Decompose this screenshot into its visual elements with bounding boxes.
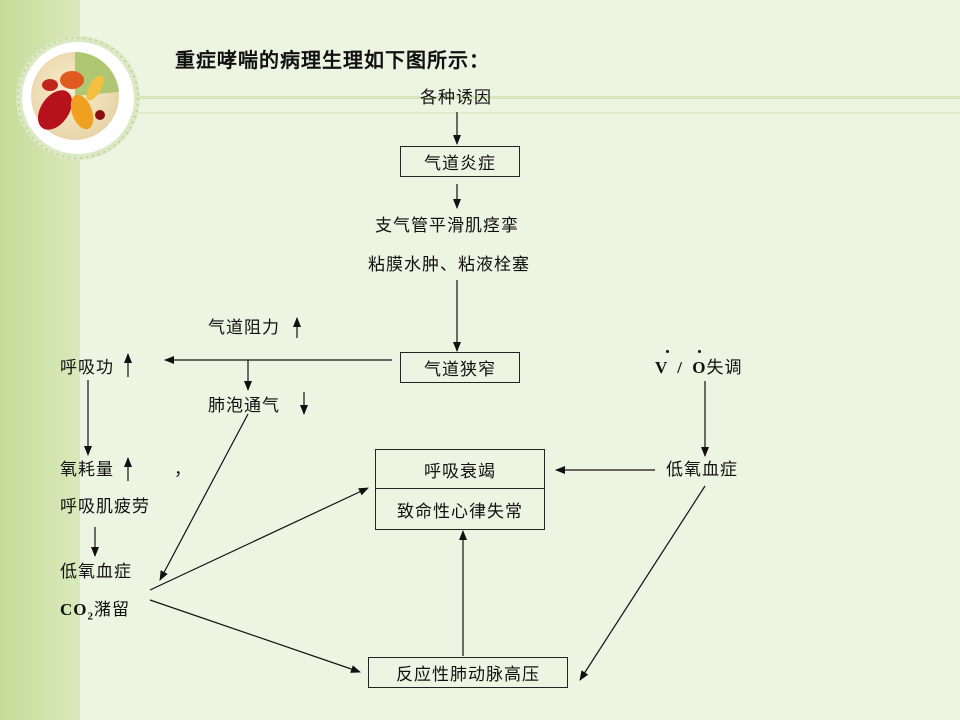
node-alveolar-ventilation: 肺泡通气	[208, 396, 280, 416]
node-respiratory-failure: 呼吸衰竭	[376, 450, 544, 489]
vq-q: O	[692, 358, 707, 377]
vq-dot-v	[666, 350, 669, 353]
vq-v: V	[655, 358, 668, 377]
co2-prefix: CO	[60, 600, 88, 619]
node-airway-resistance: 气道阻力	[208, 318, 280, 338]
node-breathing-work: 呼吸功	[60, 358, 114, 378]
node-airway-narrowing-label: 气道狭窄	[424, 360, 496, 380]
node-airway-inflammation-label: 气道炎症	[424, 154, 496, 174]
node-airway-inflammation: 气道炎症	[400, 146, 520, 177]
node-hypoxemia-right: 低氧血症	[666, 460, 738, 480]
arrow-co2-to-pulmonary-hypertension	[149, 599, 361, 673]
medicine-capsules-logo	[16, 36, 140, 160]
node-co2-retention: CO2潴留	[60, 600, 130, 626]
arrow-hypoxemia-to-failure	[149, 487, 369, 591]
node-hypoxemia-left: 低氧血症	[60, 562, 132, 582]
node-outcome-box: 呼吸衰竭 致命性心律失常	[375, 449, 545, 530]
vq-dot-q	[698, 350, 701, 353]
node-oxygen-comma: ，	[174, 460, 192, 480]
node-respiratory-fatigue: 呼吸肌疲劳	[60, 497, 150, 517]
co2-sub: 2	[87, 610, 94, 623]
node-bronchospasm: 支气管平滑肌痉挛	[375, 216, 519, 236]
arrow-alveolar-to-hypoxemia-left	[159, 413, 249, 581]
node-fatal-arrhythmia: 致命性心律失常	[397, 501, 523, 522]
node-oxygen-consumption: 氧耗量	[60, 460, 114, 480]
vq-tail: 失调	[706, 358, 743, 378]
node-airway-narrowing: 气道狭窄	[400, 352, 520, 383]
arrow-hypoxemia-right-to-hypertension	[579, 485, 706, 681]
accent-line	[80, 96, 960, 99]
page-title: 重症哮喘的病理生理如下图所示：	[175, 48, 490, 72]
node-vq-mismatch: V / O失调	[655, 358, 742, 378]
co2-suffix: 潴留	[94, 600, 130, 620]
node-causes: 各种诱因	[420, 88, 492, 108]
node-edema: 粘膜水肿、粘液栓塞	[368, 255, 530, 275]
node-pulmonary-hypertension: 反应性肺动脉高压	[368, 657, 568, 688]
vq-slash: /	[677, 358, 683, 377]
node-pulmonary-hypertension-label: 反应性肺动脉高压	[396, 665, 540, 685]
